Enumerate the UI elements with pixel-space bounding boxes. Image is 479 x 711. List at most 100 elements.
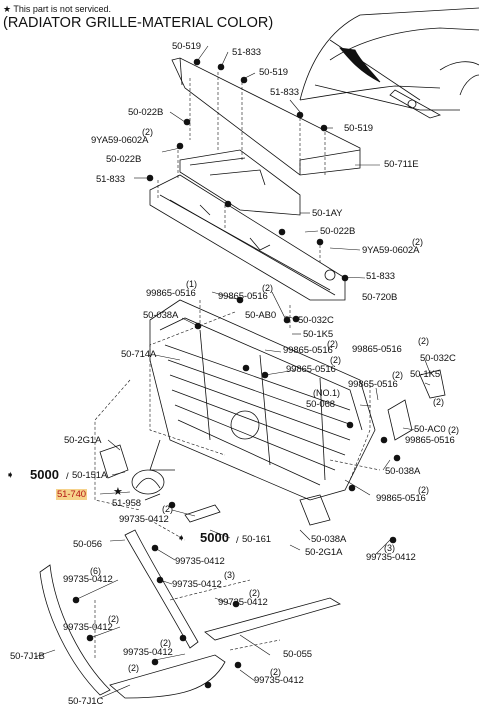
part-label[interactable]: 51-958 <box>112 498 141 509</box>
part-label[interactable]: 51-833 <box>270 87 299 98</box>
part-label[interactable]: 99865-0516 <box>218 291 268 302</box>
part-label[interactable]: 50-055 <box>283 649 312 660</box>
part-label[interactable]: 99865-0516 <box>283 345 333 356</box>
part-label[interactable]: 50-056 <box>73 539 102 550</box>
part-label[interactable]: 99735-0412 <box>254 675 304 686</box>
part-label[interactable]: 50-2G1A <box>64 435 102 446</box>
part-label[interactable]: 9YA59-0602A <box>91 135 149 146</box>
quantity-label: (2) <box>128 663 139 673</box>
part-label[interactable]: 50-2G1A <box>305 547 343 558</box>
garnish-50-2G1A-left <box>99 444 129 479</box>
quantity-label: (2) <box>433 397 444 407</box>
seal-50-1AY <box>179 149 301 216</box>
part-label[interactable]: 50-1K5 <box>410 369 441 380</box>
quantity-label: (2) <box>327 339 338 349</box>
quantity-label: (6) <box>90 566 101 576</box>
quantity-label: (3) <box>224 570 235 580</box>
bracket-50-AC0 <box>387 369 446 441</box>
part-label[interactable]: 50-032C <box>298 315 334 326</box>
spoiler-50-7J1C <box>109 654 226 699</box>
part-label[interactable]: 99865-0516 <box>146 288 196 299</box>
molding-50-056 <box>124 529 199 649</box>
emblem-51-740 <box>131 469 165 501</box>
garnish-50-161 <box>184 504 221 523</box>
bracket-50-720B <box>149 174 346 301</box>
part-label[interactable]: 99865-0516 <box>286 364 336 375</box>
part-label[interactable]: 50-AB0 <box>245 310 277 321</box>
part-label[interactable]: 50-714A <box>121 349 157 360</box>
part-label[interactable]: 50-038A <box>143 310 179 321</box>
part-label[interactable]: 99865-0516 <box>348 379 398 390</box>
part-label[interactable]: 50-032C <box>420 353 456 364</box>
part-label[interactable]: 99735-0412 <box>175 556 225 567</box>
ref-page-number[interactable]: 5000 <box>30 467 59 482</box>
part-label[interactable]: 99735-0412 <box>63 622 113 633</box>
part-label[interactable]: 50-022B <box>320 226 356 237</box>
part-label[interactable]: 50-720B <box>362 292 398 303</box>
quantity-label: (2) <box>162 504 173 514</box>
part-label[interactable]: 50-038A <box>311 534 347 545</box>
part-label[interactable]: 51-833 <box>232 47 261 58</box>
part-label[interactable]: 50-1K5 <box>303 329 334 340</box>
refer-page-icon: ➧ <box>6 470 15 481</box>
quantity-label: (2) <box>270 667 281 677</box>
quantity-label: (2) <box>142 127 153 137</box>
not-serviced-note-row: ★ This part is not serviced. <box>3 4 111 15</box>
quantity-label: (1) <box>186 279 197 289</box>
part-label[interactable]: 99735-0412 <box>123 647 173 658</box>
quantity-label: (2) <box>392 370 403 380</box>
quantity-label: (2) <box>418 336 429 346</box>
part-label[interactable]: 99735-0412 <box>218 597 268 608</box>
part-label[interactable]: 50-AC0 <box>414 424 446 435</box>
quantity-label: (2) <box>160 638 171 648</box>
separator: / <box>66 471 69 482</box>
not-serviced-star-icon: ★ <box>113 486 123 498</box>
quantity-label: (2) <box>330 355 341 365</box>
part-label[interactable]: 50-7J1B <box>10 651 45 662</box>
star-icon: ★ <box>3 4 12 14</box>
upper-cover-50-711E <box>171 57 361 176</box>
part-label[interactable]: 99735-0412 <box>119 514 169 525</box>
part-label[interactable]: 50-711E <box>384 159 419 170</box>
part-label[interactable]: 99735-0412 <box>366 552 416 563</box>
separator: / <box>236 535 239 546</box>
quantity-label: (3) <box>384 543 395 553</box>
part-label[interactable]: 50-519 <box>344 123 373 134</box>
part-label[interactable]: 9YA59-0602A <box>362 245 420 256</box>
part-label[interactable]: 50-022B <box>128 107 164 118</box>
quantity-label: (NO.1) <box>313 388 340 398</box>
part-label[interactable]: 51-833 <box>96 174 125 185</box>
vehicle-front-illustration <box>299 7 479 119</box>
quantity-label: (2) <box>448 425 459 435</box>
quantity-label: (2) <box>249 588 260 598</box>
part-label[interactable]: 50-038A <box>385 466 421 477</box>
part-label-highlighted[interactable]: 51-740 <box>56 489 87 500</box>
bracket-50-038A-lower <box>299 494 331 526</box>
quantity-label: (2) <box>412 237 423 247</box>
part-label[interactable]: 99865-0516 <box>376 493 426 504</box>
part-label[interactable]: 50-7J1C <box>68 696 104 707</box>
part-label[interactable]: 99865-0516 <box>352 344 402 355</box>
fasteners <box>72 58 401 689</box>
part-label[interactable]: 50-1AY <box>312 208 343 219</box>
part-label[interactable]: 50-022B <box>106 154 142 165</box>
part-label[interactable]: 50-519 <box>259 67 288 78</box>
molding-50-055 <box>204 597 341 641</box>
quantity-label: (2) <box>418 485 429 495</box>
diagram-title: (RADIATOR GRILLE-MATERIAL COLOR) <box>3 15 274 31</box>
quantity-label: (2) <box>108 614 119 624</box>
spoiler-50-7J1B <box>39 564 111 696</box>
part-label[interactable]: 99865-0516 <box>405 435 455 446</box>
part-label[interactable]: 50-068 <box>306 399 335 410</box>
part-label[interactable]: 50-151A <box>72 470 108 481</box>
part-label[interactable]: 51-833 <box>366 271 395 282</box>
refer-page-icon: ➧ <box>177 533 186 544</box>
part-label[interactable]: 99735-0412 <box>172 579 222 590</box>
quantity-label: (2) <box>262 283 273 293</box>
ref-page-number[interactable]: 5000 <box>200 530 229 545</box>
part-label[interactable]: 99735-0412 <box>63 574 113 585</box>
part-label[interactable]: 50-519 <box>172 41 201 52</box>
part-label[interactable]: 50-161 <box>242 534 271 545</box>
